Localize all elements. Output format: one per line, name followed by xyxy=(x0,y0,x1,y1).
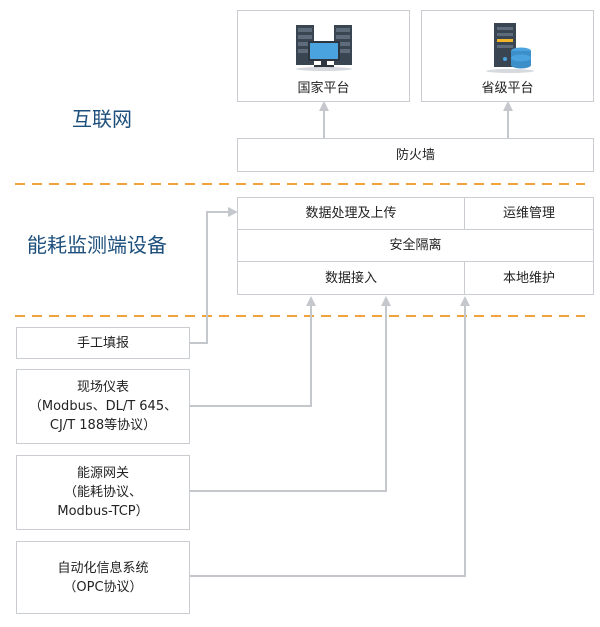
arrow-manual-to-processing xyxy=(190,207,238,344)
server-rack-with-monitor-icon xyxy=(238,21,409,71)
energy-gateway-box: 能源网关 （能耗协议、 Modbus-TCP） xyxy=(16,455,190,530)
zone-label-device: 能耗监测端设备 xyxy=(27,233,167,257)
provincial-platform: 省级平台 xyxy=(421,10,594,102)
local-maintenance-box: 本地维护 xyxy=(464,261,594,295)
security-isolation-box: 安全隔离 xyxy=(237,229,594,262)
automation-system-box: 自动化信息系统 （OPC协议） xyxy=(16,541,190,614)
data-access-box: 数据接入 xyxy=(237,261,465,295)
arrow-automation-to-maintenance xyxy=(190,296,470,577)
field-meters-box: 现场仪表 （Modbus、DL/T 645、 CJ/T 188等协议） xyxy=(16,369,190,444)
zone-label-internet: 互联网 xyxy=(72,107,132,131)
firewall-box: 防火墙 xyxy=(237,138,594,172)
ops-management-box: 运维管理 xyxy=(464,197,594,230)
national-platform-label: 国家平台 xyxy=(297,81,350,96)
manual-entry-box: 手工填报 xyxy=(16,327,190,359)
arrow-meters-to-access xyxy=(190,296,316,407)
provincial-platform-label: 省级平台 xyxy=(481,81,534,96)
server-tower-with-database-icon xyxy=(422,21,593,75)
data-processing-upload-box: 数据处理及上传 xyxy=(237,197,465,230)
national-platform: 国家平台 xyxy=(237,10,410,102)
arrow-gateway-to-access xyxy=(190,296,391,492)
